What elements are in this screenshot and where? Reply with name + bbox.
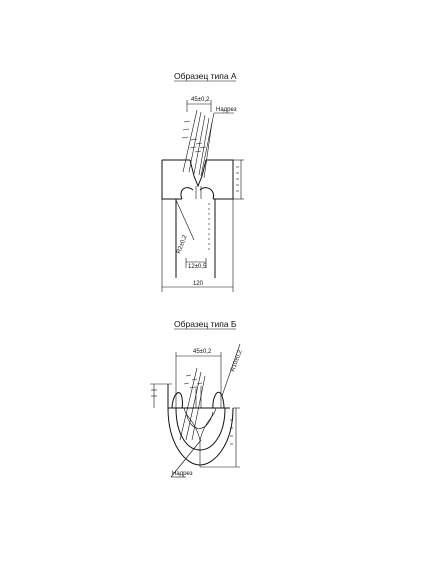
sample-a-notch-note: Надрез xyxy=(200,107,237,177)
sample-a-top-dim-label: 45±0,2 xyxy=(191,97,210,103)
sample-b-left-dimension xyxy=(150,383,172,408)
sample-b-right-leader: R10±0,2 xyxy=(221,343,244,397)
sample-a-top-dimension: 45±0,2 xyxy=(186,97,212,112)
sample-a-bottom-dimension: 12±0,5 xyxy=(185,258,207,270)
sample-a-title: Образец типа А xyxy=(174,71,237,81)
sample-a-radius-label: R2±0,2 xyxy=(176,234,188,255)
sample-b-title: Образец типа Б xyxy=(174,319,237,329)
sample-a-overall-dim-label: 120 xyxy=(193,281,204,287)
sample-b-radius-label: R10±0,2 xyxy=(230,349,244,373)
sample-b: Образец типа Б 45±0,2 R10±0,2 xyxy=(150,319,244,478)
sample-b-right-dimension xyxy=(200,407,240,468)
sample-a-body xyxy=(161,159,234,278)
sample-a-left-leader: R2±0,2 xyxy=(175,199,195,255)
sample-b-body xyxy=(167,384,234,467)
sample-a-overall-dimension: 120 xyxy=(161,199,234,292)
sample-a-angled-leaders xyxy=(181,109,213,179)
sample-a: Образец типа А 45±0,2 Надрез xyxy=(161,71,244,292)
sample-b-top-dimension: 45±0,2 xyxy=(175,349,222,408)
sample-b-notch-note: Надрез xyxy=(170,439,202,478)
sample-a-right-dimension xyxy=(233,159,244,200)
sample-a-note-label: Надрез xyxy=(216,107,237,113)
sample-b-note-label: Надрез xyxy=(172,471,193,477)
sample-a-bottom-dim-label: 12±0,5 xyxy=(188,264,207,270)
sample-b-top-dim-label: 45±0,2 xyxy=(193,349,212,355)
